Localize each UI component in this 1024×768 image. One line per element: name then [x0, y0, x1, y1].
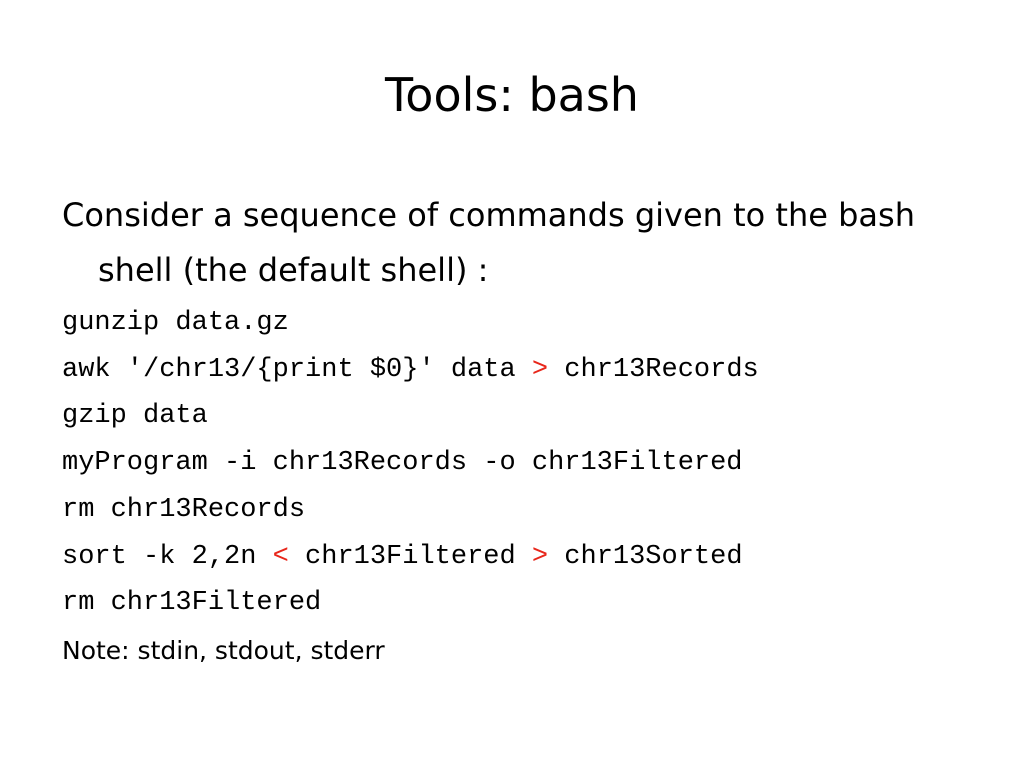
command-line: gzip data — [62, 393, 962, 440]
command-text: gunzip data.gz — [62, 308, 289, 338]
note-text: Note: stdin, stdout, stderr — [62, 635, 385, 665]
slide-title: Tools: bash — [385, 68, 639, 122]
command-line: myProgram -i chr13Records -o chr13Filter… — [62, 440, 962, 487]
command-line: rm chr13Records — [62, 487, 962, 534]
intro-text: Consider a sequence of commands given to… — [62, 196, 915, 289]
command-text: gzip data — [62, 401, 208, 432]
command-line: awk '/chr13/{print $0}' data > chr13Reco… — [62, 347, 962, 394]
redirect-operator: > — [531, 541, 549, 572]
slide-content: Consider a sequence of commands given to… — [62, 188, 962, 675]
command-line: sort -k 2,2n < chr13Filtered > chr13Sort… — [62, 534, 962, 581]
redirect-operator: < — [272, 541, 289, 572]
redirect-operator: > — [531, 354, 549, 385]
command-line: rm chr13Filtered — [62, 580, 962, 627]
command-text: rm chr13Records — [62, 494, 306, 525]
command-text: chr13Filtered — [288, 541, 532, 572]
command-text: rm chr13Filtered — [62, 588, 322, 619]
command-text: chr13Sorted — [548, 541, 743, 572]
command-text: sort -k 2,2n — [62, 541, 273, 572]
command-text: awk '/chr13/{print $0}' data — [62, 354, 532, 385]
command-text: chr13Records — [548, 354, 759, 385]
command-line: gunzip data.gz — [62, 300, 962, 347]
command-text: myProgram -i chr13Records -o chr13Filter… — [62, 448, 743, 479]
command-list: gunzip data.gz awk '/chr13/{print $0}' da… — [62, 300, 962, 627]
